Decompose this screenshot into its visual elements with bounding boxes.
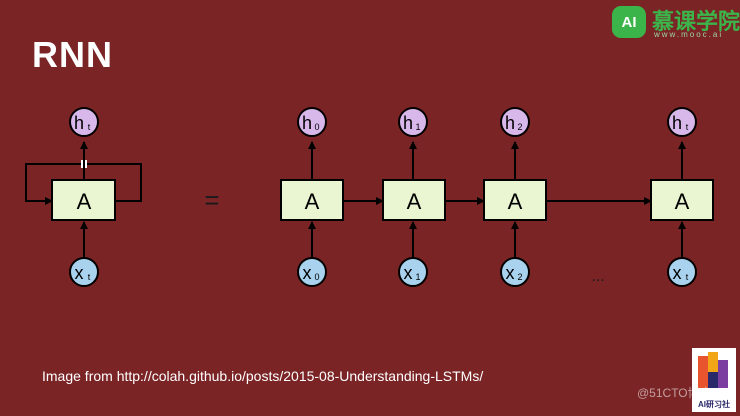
ellipsis: ... [591, 268, 604, 285]
step1-hidden-node [398, 107, 428, 137]
badge-label: AI研习社 [698, 400, 730, 409]
step2-hidden-label: h [505, 113, 515, 133]
rolled-hidden-sub: t [88, 122, 91, 132]
rolled-input-sub: t [88, 272, 91, 282]
step0-hidden-label: h [302, 113, 312, 133]
unrolled-connections [308, 141, 686, 258]
step1-hidden-label: h [403, 113, 413, 133]
step1-input-label: x [404, 263, 413, 283]
step0-input-label: x [303, 263, 312, 283]
image-credit: Image from http://colah.github.io/posts/… [42, 368, 484, 384]
step0-input-sub: 0 [314, 272, 319, 282]
unrolled-nodes [297, 107, 697, 287]
stept-input-sub: t [686, 272, 689, 282]
step0-hidden-node [297, 107, 327, 137]
stept-cell-label: A [675, 189, 690, 214]
equals-sign: = [204, 185, 219, 215]
step2-cell-label: A [508, 189, 523, 214]
step0-cell-box [280, 179, 344, 221]
rolled-hidden-node [69, 107, 99, 137]
rolled-input-label: x [75, 263, 84, 283]
rolled-input-node [69, 257, 99, 287]
step1-cell-box [382, 179, 446, 221]
stept-cell-box [650, 179, 714, 221]
step0-hidden-sub: 0 [314, 122, 319, 132]
badge-icon [698, 352, 728, 388]
step2-input-label: x [506, 263, 515, 283]
stept-hidden-sub: t [686, 122, 689, 132]
rolled-rnn [25, 107, 142, 287]
step2-input-node [500, 257, 530, 287]
step1-cell-label: A [407, 189, 422, 214]
rolled-hidden-label: h [74, 113, 84, 133]
step1-input-sub: 1 [415, 272, 420, 282]
step2-hidden-sub: 2 [517, 122, 522, 132]
step1-hidden-sub: 1 [415, 122, 420, 132]
step2-hidden-node [500, 107, 530, 137]
step2-cell-box [483, 179, 547, 221]
logo-subtitle: www.mooc.ai [654, 30, 724, 39]
stept-hidden-label: h [672, 113, 682, 133]
watermark: @51CTO博客 [637, 386, 712, 400]
ai-research-badge: AI研习社 [692, 348, 736, 412]
unrolled-cells [280, 179, 714, 221]
rolled-cell-box [51, 179, 116, 221]
logo-mark: AI [612, 6, 646, 38]
step0-input-node [297, 257, 327, 287]
recurrent-loop-arrow [25, 163, 142, 205]
logo-name: 慕课学院 [652, 9, 740, 34]
slide-title: RNN [32, 34, 113, 75]
step1-input-node [398, 257, 428, 287]
rolled-cell-label: A [77, 189, 92, 214]
stept-hidden-node [667, 107, 697, 137]
step2-input-sub: 2 [517, 272, 522, 282]
step0-cell-label: A [305, 189, 320, 214]
stept-input-node [667, 257, 697, 287]
brand-logo: AI 慕课学院 www.mooc.ai [612, 4, 740, 40]
stept-input-label: x [673, 263, 682, 283]
